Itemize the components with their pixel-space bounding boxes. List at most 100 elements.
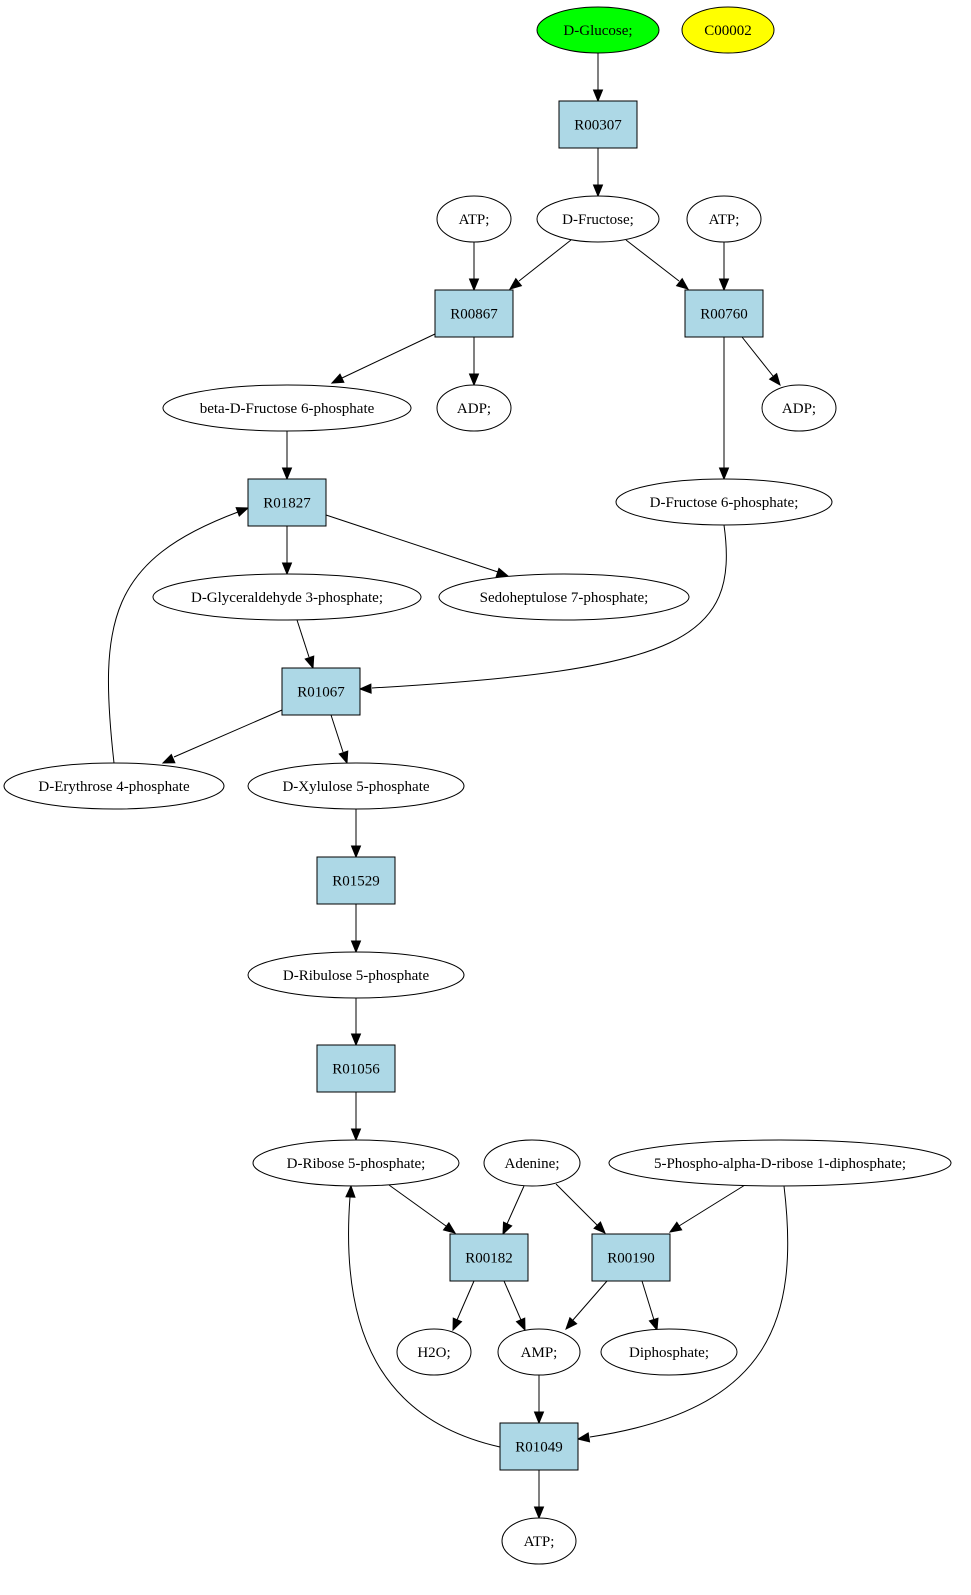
edge-ru5p-to-r01056 [350, 998, 362, 1047]
compound-label: ATP; [459, 212, 490, 228]
arrowhead-icon [281, 562, 293, 576]
compound-label: D-Xylulose 5-phosphate [282, 779, 429, 795]
arrowhead-icon [593, 1221, 606, 1234]
reaction-node-r00867[interactable]: R00867 [434, 289, 514, 338]
arrowhead-icon [304, 655, 315, 670]
compound-label: AMP; [521, 1345, 558, 1361]
compound-node-c00002[interactable]: C00002 [681, 6, 775, 54]
arrowhead-icon [565, 1316, 578, 1330]
reaction-shape [684, 289, 764, 338]
edge-line [589, 1185, 789, 1438]
reaction-label: R01067 [297, 685, 345, 701]
arrowhead-icon [468, 278, 480, 292]
reaction-node-r00760[interactable]: R00760 [684, 289, 764, 338]
compound-node-e4p[interactable]: D-Erythrose 4-phosphate [3, 762, 225, 810]
edge-prpp-to-r01049 [576, 1185, 789, 1443]
reaction-node-r01056[interactable]: R01056 [316, 1044, 396, 1093]
compound-shape [252, 1139, 460, 1187]
reaction-shape [558, 100, 638, 149]
compound-shape [483, 1139, 581, 1187]
edge-line [325, 514, 499, 573]
compound-node-adp1[interactable]: ADP; [436, 384, 512, 432]
reaction-label: R01529 [332, 874, 380, 890]
edge-bf6p-to-r01827 [281, 431, 293, 481]
edge-r00182-to-amp [503, 1280, 526, 1332]
reaction-node-r01067[interactable]: R01067 [281, 667, 361, 716]
compound-label: D-Fructose 6-phosphate; [650, 495, 799, 511]
edge-line [572, 1280, 608, 1321]
edge-line [341, 333, 436, 379]
edge-r5p-to-r00182 [388, 1184, 457, 1234]
reaction-node-r00190[interactable]: R00190 [591, 1233, 671, 1282]
reaction-shape [499, 1422, 579, 1471]
edge-line [506, 1185, 525, 1225]
compound-node-g3p[interactable]: D-Glyceraldehyde 3-phosphate; [152, 573, 422, 621]
compound-label: ADP; [457, 401, 491, 417]
compound-node-x5p[interactable]: D-Xylulose 5-phosphate [247, 762, 465, 810]
arrowhead-icon [533, 1411, 545, 1425]
reaction-node-r01827[interactable]: R01827 [247, 478, 327, 527]
arrowhead-icon [442, 1221, 457, 1234]
compound-shape [681, 6, 775, 54]
compound-node-atp1[interactable]: ATP; [436, 195, 512, 243]
compound-node-ru5p[interactable]: D-Ribulose 5-phosphate [247, 951, 465, 999]
arrowhead-icon [502, 1221, 513, 1236]
edge-r01067-to-e4p [161, 709, 283, 764]
reaction-node-r00307[interactable]: R00307 [558, 100, 638, 149]
edge-x5p-to-r01529 [350, 809, 362, 859]
edge-line [173, 709, 283, 758]
edge-r00760-to-df6p [718, 337, 730, 481]
edge-adenine-to-r00182 [502, 1185, 525, 1236]
compound-node-h2o[interactable]: H2O; [396, 1328, 472, 1376]
compound-shape [247, 951, 465, 999]
edge-r00190-to-ppi [641, 1280, 659, 1332]
arrowhead-icon [718, 278, 730, 292]
compound-shape [615, 478, 833, 526]
arrowhead-icon [592, 184, 604, 198]
edge-r00182-to-h2o [452, 1280, 475, 1332]
compound-label: D-Fructose; [562, 212, 634, 228]
compound-node-prpp[interactable]: 5-Phospho-alpha-D-ribose 1-diphosphate; [608, 1139, 952, 1187]
arrowhead-icon [668, 1221, 683, 1233]
edge-line [518, 239, 572, 282]
compound-label: Diphosphate; [629, 1345, 709, 1361]
compound-node-adp2[interactable]: ADP; [761, 384, 837, 432]
compound-node-amp[interactable]: AMP; [497, 1328, 581, 1376]
reaction-node-r00182[interactable]: R00182 [449, 1233, 529, 1282]
compound-label: ADP; [782, 401, 816, 417]
edge-r01067-to-x5p [330, 714, 349, 765]
compound-node-glucose[interactable]: D-Glucose; [536, 6, 660, 54]
edge-line [741, 336, 774, 377]
compound-node-atp3[interactable]: ATP; [501, 1517, 577, 1565]
compound-node-s7p[interactable]: Sedoheptulose 7-phosphate; [438, 573, 690, 621]
compound-shape [436, 384, 512, 432]
edge-r01049-to-atp3 [533, 1470, 545, 1520]
compound-node-df6p[interactable]: D-Fructose 6-phosphate; [615, 478, 833, 526]
edge-line [678, 1184, 746, 1227]
compound-node-atp2[interactable]: ATP; [686, 195, 762, 243]
compound-node-bf6p[interactable]: beta-D-Fructose 6-phosphate [162, 384, 412, 432]
edge-line [456, 1280, 475, 1321]
edge-prpp-to-r00190 [668, 1184, 746, 1233]
compound-node-adenine[interactable]: Adenine; [483, 1139, 581, 1187]
compound-label: C00002 [704, 23, 752, 39]
compound-label: D-Ribose 5-phosphate; [287, 1156, 426, 1172]
edge-line [371, 524, 727, 689]
edge-fructose-to-r00760 [625, 239, 690, 290]
compound-label: ATP; [709, 212, 740, 228]
reaction-node-r01529[interactable]: R01529 [316, 856, 396, 905]
compound-label: D-Glucose; [563, 23, 632, 39]
reaction-label: R01049 [515, 1440, 563, 1456]
arrowhead-icon [338, 750, 349, 765]
compound-node-r5p[interactable]: D-Ribose 5-phosphate; [252, 1139, 460, 1187]
reaction-node-r01049[interactable]: R01049 [499, 1422, 579, 1471]
compound-node-ppi[interactable]: Diphosphate; [600, 1328, 738, 1376]
edge-r01056-to-r5p [350, 1092, 362, 1142]
edge-r00867-to-adp1 [468, 337, 480, 387]
edge-r00867-to-bf6p [330, 333, 436, 384]
arrowhead-icon [350, 1033, 362, 1047]
arrowhead-icon [468, 373, 480, 387]
edge-line [296, 619, 310, 658]
compound-node-fructose[interactable]: D-Fructose; [536, 195, 660, 243]
